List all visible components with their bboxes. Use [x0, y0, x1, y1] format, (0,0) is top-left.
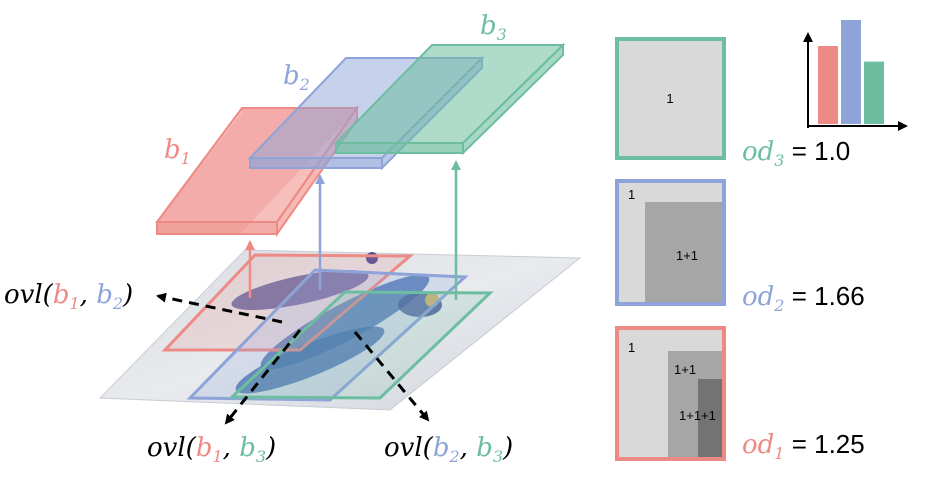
- arrow-ovl-b2-b3: [353, 331, 430, 422]
- label-ovl-b1-b2: ovl(b1, b2): [4, 280, 133, 313]
- box-b3-slab: [333, 42, 566, 156]
- box-b2-on-image: [186, 268, 469, 402]
- image-plane: [98, 249, 582, 411]
- label-ovl-b1-b3: ovl(b1, b3): [147, 433, 276, 466]
- panel-od2-cell-inner: 1+1: [676, 248, 698, 263]
- panel-od3-cell: 1: [666, 91, 673, 106]
- od3-value: od3 = 1.0: [742, 136, 850, 170]
- label-b3: b3: [480, 11, 507, 44]
- panel-od1: 1 1+1 1+1+1: [615, 326, 726, 461]
- mini-bar-1: [818, 46, 838, 124]
- label-b1: b1: [164, 135, 191, 168]
- od1-value: od1 = 1.25: [742, 429, 865, 463]
- label-ovl-b2-b3: ovl(b2, b3): [384, 433, 513, 466]
- label-b2: b2: [283, 61, 310, 94]
- box-b3-on-image: [228, 290, 494, 400]
- arrow-ovl-b1-b2: [156, 292, 283, 324]
- panel-od3: 1: [615, 37, 726, 160]
- od2-value: od2 = 1.66: [742, 281, 865, 315]
- arrow-ovl-b1-b3: [224, 329, 302, 425]
- panel-od1-cell-outer: 1: [628, 340, 635, 355]
- box-b1-on-image: [161, 253, 415, 352]
- panel-od2: 1 1+1: [615, 179, 726, 306]
- mini-bar-3: [864, 61, 884, 124]
- panel-od1-cell-mid: 1+1: [674, 362, 696, 377]
- mini-bar-chart: [803, 20, 908, 131]
- panel-od1-cell-inner: 1+1+1: [679, 408, 716, 423]
- mini-bar-2: [841, 20, 861, 124]
- panel-od2-cell-outer: 1: [628, 187, 635, 202]
